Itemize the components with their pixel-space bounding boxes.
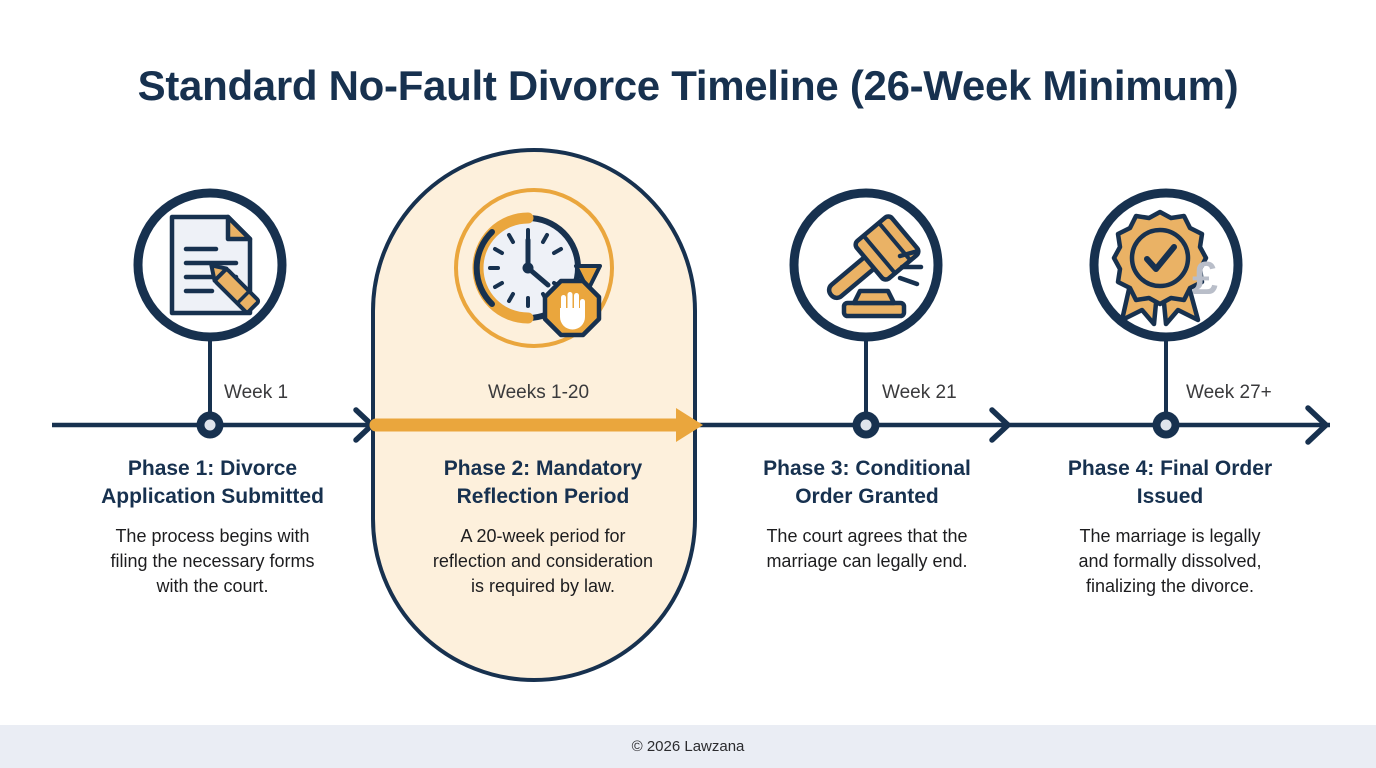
footer-bar: © 2026 Lawzana <box>0 725 1376 768</box>
phase-1-icon-badge[interactable] <box>133 188 287 342</box>
week-label-phase-4: Week 27+ <box>1186 382 1272 403</box>
clock-stop-hand-icon <box>472 212 602 338</box>
pound-symbol-icon: £ <box>1192 252 1218 304</box>
timeline-graphics: £ <box>52 148 1330 682</box>
page-title: Standard No-Fault Divorce Timeline (26-W… <box>137 62 1239 109</box>
phase-2-highlight-capsule <box>371 148 697 682</box>
timeline-node-phase-3[interactable] <box>852 411 880 439</box>
phase-3-heading: Phase 3: Conditional Order Granted <box>763 457 971 508</box>
phase-4-heading: Phase 4: Final Order Issued <box>1067 457 1273 508</box>
phase-block-3: Phase 3: Conditional Order Granted The c… <box>722 455 1012 574</box>
phase-2-description: A 20-week period for reflection and cons… <box>432 526 654 597</box>
phase-block-1: Phase 1: Divorce Application Submitted T… <box>70 455 355 599</box>
timeline-stage: £ Week 1 Weeks 1-20 Week 21 Week 27+ Pha… <box>52 148 1330 682</box>
phase-1-description: The process begins with filing the neces… <box>110 526 315 597</box>
phase-2-icon-badge[interactable] <box>454 188 614 348</box>
phase-2-heading: Phase 2: Mandatory Reflection Period <box>443 457 643 508</box>
award-rosette-pound-icon <box>1111 209 1209 327</box>
document-pencil-icon <box>169 214 261 316</box>
timeline-node-phase-4[interactable] <box>1152 411 1180 439</box>
axis-arrowhead-end <box>1305 405 1329 445</box>
phase-block-2: Phase 2: Mandatory Reflection Period A 2… <box>397 455 689 599</box>
phase-3-icon-badge[interactable] <box>789 188 943 342</box>
week-label-phase-1: Week 1 <box>224 382 289 403</box>
phase-3-description: The court agrees that the marriage can l… <box>766 526 968 572</box>
axis-arrowhead-2 <box>989 407 1011 443</box>
week-label-phase-3: Week 21 <box>882 382 957 403</box>
gavel-icon <box>826 214 924 319</box>
reflection-period-arrow <box>369 408 703 442</box>
phase-1-heading: Phase 1: Divorce Application Submitted <box>101 457 324 508</box>
week-label-phase-2: Weeks 1-20 <box>488 382 590 403</box>
phase-4-icon-badge[interactable]: £ <box>1089 188 1243 342</box>
phase-4-description: The marriage is legally and formally dis… <box>1078 526 1262 597</box>
copyright-text: © 2026 Lawzana <box>631 738 745 755</box>
timeline-node-phase-1[interactable] <box>196 411 224 439</box>
phase-block-4: Phase 4: Final Order Issued The marriage… <box>1025 455 1315 599</box>
